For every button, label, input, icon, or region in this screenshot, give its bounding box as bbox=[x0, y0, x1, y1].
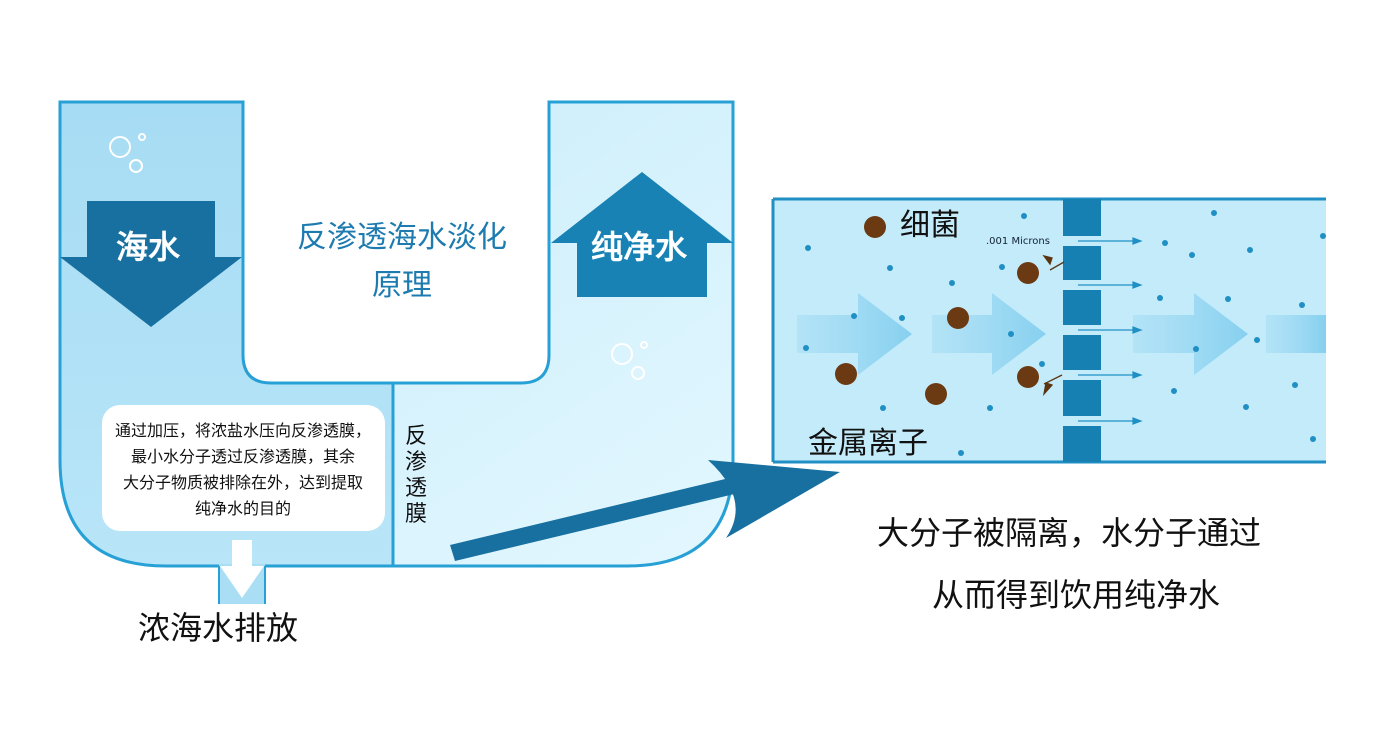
membrane-label: 反渗透膜 bbox=[404, 424, 427, 527]
diagram-title: 反渗透海水淡化 原理 bbox=[252, 214, 552, 310]
micron-label: .001 Microns bbox=[986, 236, 1050, 247]
bubbles-icon bbox=[109, 133, 648, 380]
title-line-1: 反渗透海水淡化 bbox=[297, 220, 507, 255]
zoom-panel bbox=[771, 197, 1326, 464]
caption-line-1: 大分子被隔离，水分子通过 bbox=[877, 514, 1262, 552]
caption-line-2: 从而得到饮用纯净水 bbox=[932, 576, 1221, 614]
seawater-arrow bbox=[60, 201, 242, 327]
pass-through-arrows bbox=[1078, 237, 1143, 425]
water-molecules bbox=[803, 210, 1326, 456]
tank-outline bbox=[58, 100, 735, 568]
explanation-line-3: 大分子物质被排除在外，达到提取 bbox=[122, 473, 363, 492]
metal-ion-label: 金属离子 bbox=[808, 426, 928, 461]
explanation-line-1: 通过加压，将浓盐水压向反渗透膜， bbox=[114, 421, 371, 440]
connector-arrow bbox=[450, 460, 840, 561]
explanation-line-4: 纯净水的目的 bbox=[194, 499, 291, 518]
seawater-label: 海水 bbox=[116, 228, 181, 266]
title-line-2: 原理 bbox=[372, 268, 432, 303]
explanation-line-2: 最小水分子透过反渗透膜，其余 bbox=[130, 447, 355, 466]
drain-arrow bbox=[220, 540, 264, 598]
flow-arrows bbox=[797, 293, 1326, 375]
contaminant-particles bbox=[835, 216, 1039, 405]
explanation-bubble bbox=[102, 405, 385, 531]
drain-label: 浓海水排放 bbox=[138, 609, 299, 647]
rejection-arrows bbox=[1042, 254, 1065, 397]
bacteria-label: 细菌 bbox=[900, 208, 960, 243]
zoom-membrane bbox=[1063, 199, 1101, 462]
purewater-label: 纯净水 bbox=[591, 228, 688, 266]
explanation-text: 通过加压，将浓盐水压向反渗透膜， 最小水分子透过反渗透膜，其余 大分子物质被排除… bbox=[108, 418, 378, 522]
purewater-arrow bbox=[551, 172, 733, 297]
